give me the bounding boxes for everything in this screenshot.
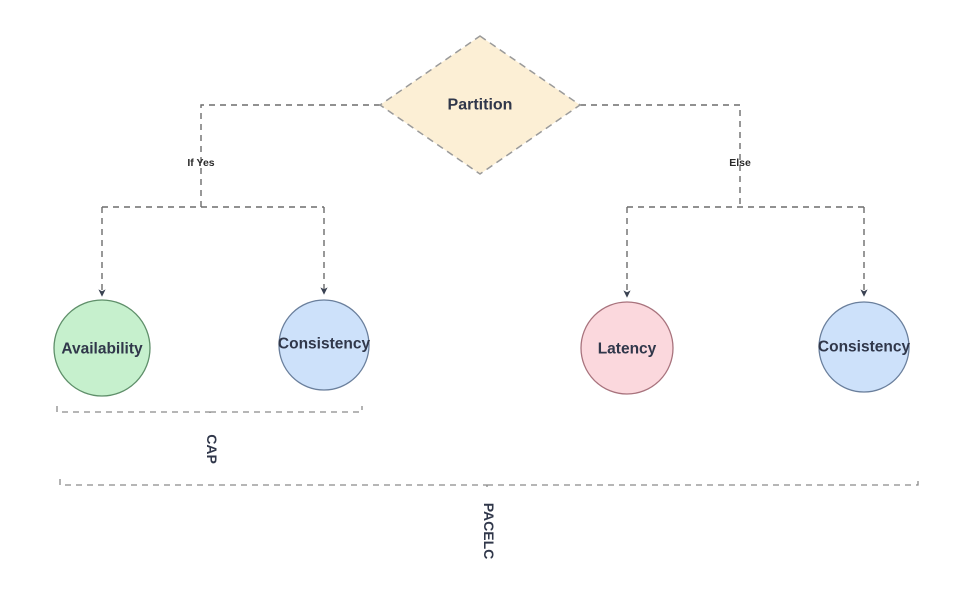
consistency-pacelc-circle[interactable] — [818, 301, 910, 393]
node-consistency-cap[interactable]: Consistency — [278, 299, 371, 391]
consistency-cap-label: Consistency — [278, 336, 371, 353]
node-availability[interactable]: Availability — [53, 299, 151, 397]
consistency-pacelc-label: Consistency — [818, 339, 911, 356]
pacelc-bracket: PACELC — [59, 479, 919, 560]
edge-partition-to-right-branch — [580, 104, 741, 207]
consistency-cap-circle[interactable] — [278, 299, 370, 391]
partition-decision-label: Partition — [448, 97, 513, 114]
availability-label: Availability — [61, 341, 143, 358]
pacelc-bracket-line — [59, 479, 919, 490]
cap-bracket-label: CAP — [204, 434, 220, 464]
edge-label-else: Else — [729, 157, 751, 169]
edge-partition-to-left-branch — [200, 104, 380, 207]
latency-label: Latency — [598, 341, 657, 358]
cap-bracket-line — [56, 406, 363, 417]
cap-bracket: CAP — [56, 406, 363, 464]
availability-circle[interactable] — [53, 299, 151, 397]
edge-label-if-yes: If Yes — [187, 157, 214, 169]
latency-circle[interactable] — [580, 301, 674, 395]
partition-decision-diamond[interactable] — [378, 35, 582, 175]
pacelc-bracket-label: PACELC — [481, 503, 497, 560]
node-latency[interactable]: Latency — [580, 301, 674, 395]
node-consistency-pacelc[interactable]: Consistency — [818, 301, 911, 393]
